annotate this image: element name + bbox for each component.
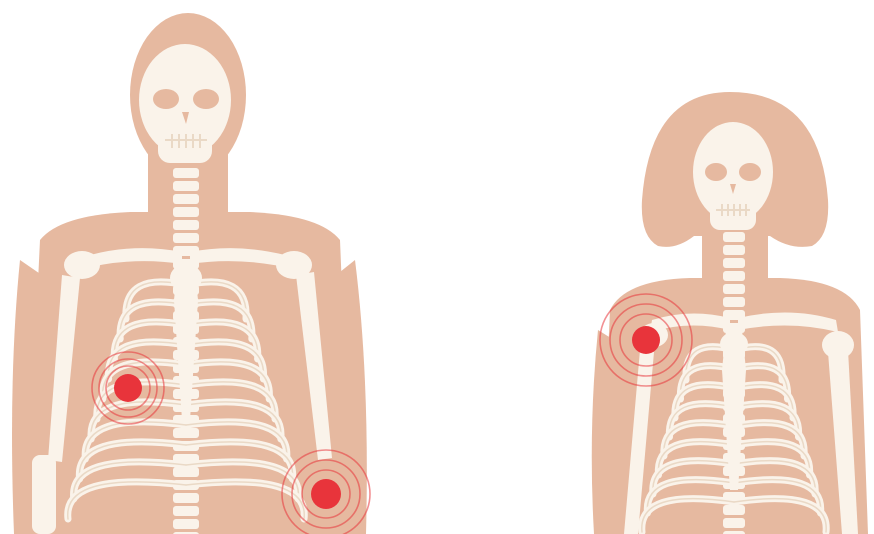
vertebra [173,428,199,438]
vertebra [723,245,745,255]
vertebra [173,519,199,529]
vertebra [173,207,199,217]
vertebra [723,258,745,268]
vertebra [173,233,199,243]
vertebra [173,168,199,178]
female-figure [592,92,868,534]
vertebra [723,271,745,281]
vertebra [173,506,199,516]
male-teeth [165,134,207,148]
vertebra [173,493,199,503]
vertebra [723,232,745,242]
vertebra [173,194,199,204]
male-figure [12,13,367,534]
vertebra [723,284,745,294]
vertebra [173,220,199,230]
vertebra [173,181,199,191]
vertebra [723,518,745,528]
vertebra [723,297,745,307]
vertebra [723,505,745,515]
